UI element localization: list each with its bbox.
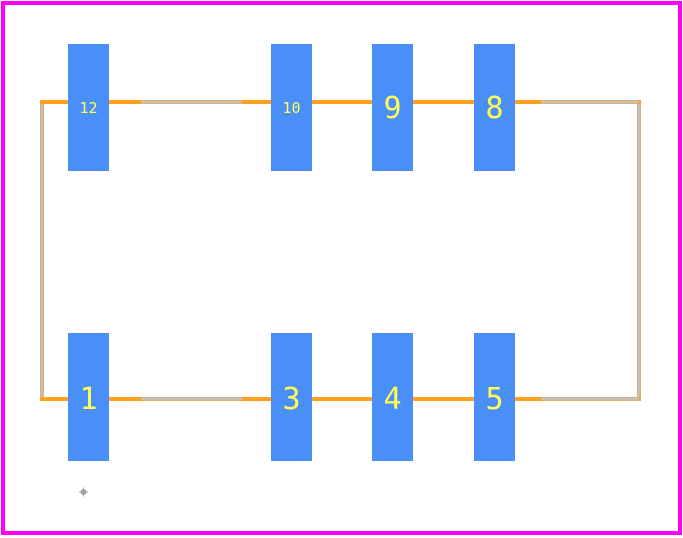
pad-5[interactable]: 5	[474, 333, 515, 461]
pad-label: 9	[383, 91, 401, 126]
pad-shape	[271, 333, 312, 461]
pad-shape	[68, 333, 109, 461]
courtyard-outline	[40, 100, 641, 401]
origin-marker-icon	[79, 487, 88, 497]
silkscreen-outline	[40, 100, 641, 401]
pad-1[interactable]: 1	[68, 333, 109, 461]
pad-label: 1	[79, 382, 97, 417]
pad-8[interactable]: 8	[474, 44, 515, 171]
pad-label: 4	[383, 382, 401, 417]
pad-label: 12	[79, 99, 97, 117]
pad-label: 8	[485, 91, 503, 126]
pad-label: 10	[282, 99, 300, 117]
pad-9[interactable]: 9	[372, 44, 413, 171]
pad-shape	[474, 44, 515, 171]
pad-group: 12 10 9 8 1 3 4 5	[68, 44, 515, 461]
pad-shape	[474, 333, 515, 461]
pad-label: 3	[282, 382, 300, 417]
pad-3[interactable]: 3	[271, 333, 312, 461]
pad-12[interactable]: 12	[68, 44, 109, 171]
pad-shape	[68, 44, 109, 171]
pad-4[interactable]: 4	[372, 333, 413, 461]
pad-shape	[372, 44, 413, 171]
pad-label: 5	[485, 382, 503, 417]
pad-shape	[372, 333, 413, 461]
pad-shape	[271, 44, 312, 171]
pad-10[interactable]: 10	[271, 44, 312, 171]
